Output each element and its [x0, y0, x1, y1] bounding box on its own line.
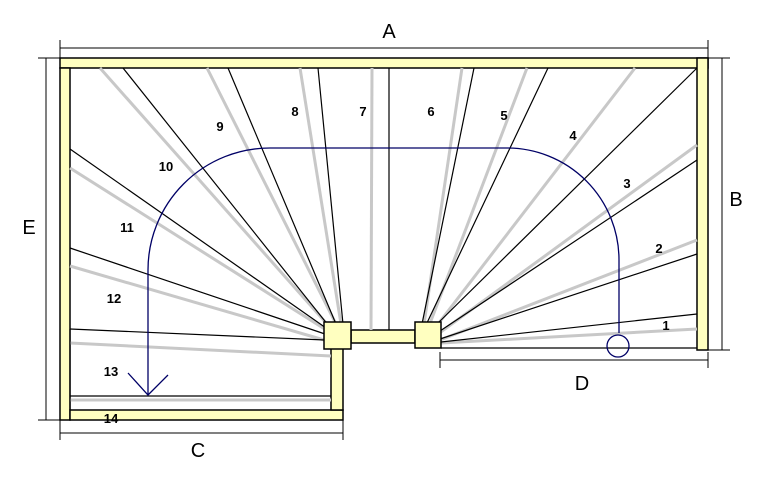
stringer-bottom	[69, 409, 344, 421]
tread-highlight	[440, 327, 698, 345]
walkline	[127, 147, 630, 396]
step-edge	[440, 313, 698, 343]
step-edge	[421, 67, 475, 325]
stringer-top	[59, 57, 709, 69]
walkline-path	[147, 147, 620, 395]
tread-highlight	[298, 67, 343, 325]
tread-highlight	[433, 67, 637, 329]
step-label-7: 7	[359, 104, 366, 119]
step-edge	[69, 148, 327, 329]
step-label-6: 6	[427, 104, 434, 119]
stringer-left	[59, 67, 71, 421]
step-edge	[69, 328, 326, 341]
dimension-label-a: A	[382, 21, 396, 43]
tread-highlight	[437, 143, 698, 336]
dimension-label-c: C	[191, 440, 205, 462]
step-edge	[317, 67, 344, 325]
tread-highlight	[205, 67, 339, 327]
tread-highlight	[69, 264, 332, 344]
step-label-9: 9	[216, 119, 223, 134]
tread-highlights	[69, 67, 698, 402]
tread-highlight	[69, 341, 332, 358]
step-edge	[432, 67, 698, 329]
dimension-lines	[38, 40, 730, 440]
stringer-landing	[350, 329, 416, 344]
step-label-1: 1	[662, 318, 669, 333]
step-labels: 1 2 3 4 5 6 7 8 9 10 11 12 13 14	[104, 104, 670, 426]
step-edge	[69, 247, 326, 335]
tread-highlight	[98, 67, 337, 334]
stringer-inner	[330, 347, 344, 411]
step-edge	[436, 159, 698, 334]
step-label-14: 14	[104, 411, 119, 426]
stringer-right	[696, 57, 709, 351]
tread-highlight	[369, 67, 374, 331]
newel-post-left	[323, 321, 352, 350]
dimension-label-d: D	[575, 373, 589, 395]
dimension-label-e: E	[22, 217, 35, 239]
tread-highlight	[69, 166, 332, 335]
circle-icon	[606, 334, 630, 358]
step-edge	[122, 67, 333, 331]
step-label-2: 2	[655, 241, 662, 256]
newel-post-right	[414, 321, 442, 349]
step-label-11: 11	[120, 220, 134, 235]
step-label-5: 5	[500, 108, 507, 123]
step-edge	[227, 67, 337, 325]
tread-highlight	[439, 238, 698, 342]
step-edge	[439, 253, 698, 340]
step-label-3: 3	[623, 176, 630, 191]
newel-posts	[323, 321, 442, 350]
step-label-12: 12	[107, 291, 121, 306]
step-edge	[425, 67, 549, 326]
step-edges	[69, 67, 698, 410]
step-label-4: 4	[569, 128, 577, 143]
arrowhead-icon	[127, 372, 169, 396]
step-label-8: 8	[291, 104, 298, 119]
stringers	[59, 57, 709, 421]
dimension-label-b: B	[729, 189, 742, 211]
step-label-10: 10	[159, 159, 173, 174]
step-label-13: 13	[104, 364, 118, 379]
